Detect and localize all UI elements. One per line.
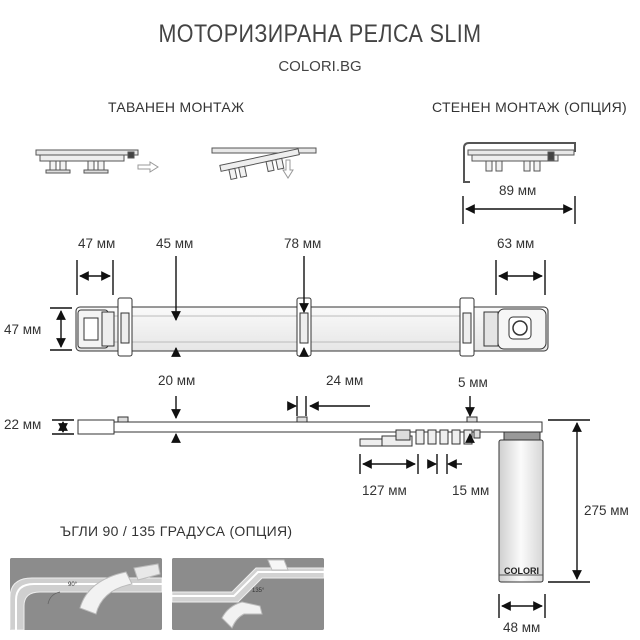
dim-end-right-63: 63 мм [497,236,535,251]
dim-profile-22: 22 мм [4,417,42,432]
page-title: МОТОРИЗИРАНА РЕЛСА SLIM [158,20,482,48]
dim-gap-20: 20 мм [158,373,196,388]
dim-gap-5: 5 мм [458,375,488,390]
drop-arrow-icon [282,159,294,179]
dim-carrier-127: 127 мм [362,483,407,498]
release-arrow-icon [137,161,159,173]
ceiling-profile-front [35,149,139,174]
dim-motor-48: 48 мм [503,620,541,635]
corner-90-photo: 90° [10,558,162,630]
ceiling-profile-tilted [211,147,317,181]
rail-top-view [75,297,549,357]
dim-bracket-78: 78 мм [284,236,322,251]
corner-90-angle: 90° [68,582,78,588]
dim-runner-15: 15 мм [452,483,490,498]
dim-bracket-45: 45 мм [156,236,194,251]
side-view-dimensions [52,396,590,618]
dim-motor-275: 275 мм [584,503,629,518]
dim-wall-89: 89 мм [499,183,537,198]
dim-end-left-47: 47 мм [78,236,116,251]
ceiling-mount-heading: ТАВАНЕН МОНТАЖ [108,99,245,115]
page-subtitle: COLORI.BG [278,58,362,75]
wall-profile [463,142,576,183]
wall-mount-heading: СТЕНЕН МОНТАЖ (ОПЦИЯ) [432,99,627,115]
wall-width-dimension [462,196,576,224]
dim-gap-24: 24 мм [326,373,364,388]
motor-brand-label: COLORI [504,566,539,576]
corner-135-angle: 135° [252,588,265,594]
top-view-dimensions [50,256,546,357]
corner-135-photo: 135° [172,558,324,630]
corners-heading: ЪГЛИ 90 / 135 ГРАДУСА (ОПЦИЯ) [60,523,293,539]
dim-height-47: 47 мм [4,322,42,337]
